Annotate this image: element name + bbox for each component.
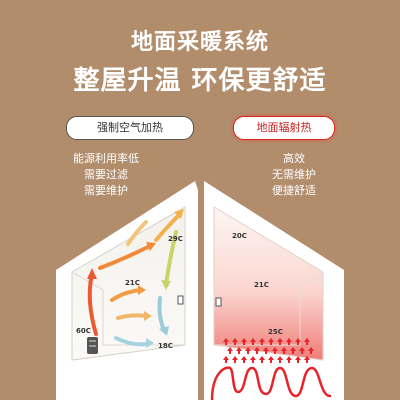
heat-arrow: [236, 347, 242, 354]
heat-arrow: [232, 356, 238, 363]
left-ceiling-temp: 29C: [168, 235, 183, 243]
heat-arrow: [295, 356, 301, 363]
arrow-head: [146, 242, 156, 251]
right-house: 20C 21C 25C: [204, 181, 344, 400]
heater-temp: 60C: [76, 327, 91, 335]
warm-air-arrow: [98, 244, 152, 270]
heat-arrow: [227, 347, 233, 354]
radiant-floor-badge: 地面辐射热: [233, 116, 335, 140]
arrow-head: [174, 209, 184, 219]
left-floor-temp: 18C: [158, 342, 173, 350]
heat-arrow: [259, 356, 265, 363]
heat-arrow: [232, 338, 238, 345]
heat-arrow: [223, 356, 229, 363]
left-house: 29C 21C 60C 18C: [56, 181, 198, 400]
forced-air-point: 需要过滤: [84, 168, 128, 181]
heat-arrow: [304, 338, 310, 345]
forced-air-point: 需要维护: [84, 184, 128, 197]
right-room-edge: [299, 271, 324, 287]
heat-arrow: [245, 347, 251, 354]
heat-arrow: [295, 338, 301, 345]
radiant-floor-point: 无需维护: [272, 168, 316, 181]
cool-air-arrow: [157, 296, 166, 332]
heat-arrow: [263, 347, 269, 354]
forced-air-points: 能源利用率低 需要过滤 需要维护: [46, 151, 166, 199]
wall-switch: [177, 295, 184, 305]
warm-air-arrow: [116, 313, 148, 320]
heat-arrow: [254, 347, 260, 354]
page-title: 地面采暖系统: [130, 30, 269, 55]
right-ceiling-temp: 20C: [232, 232, 247, 240]
radiant-floor-point: 便捷舒适: [272, 184, 316, 197]
air-heater-vent: [89, 340, 96, 342]
wall-switch: [215, 297, 222, 307]
heat-arrow: [241, 356, 247, 363]
heat-arrow: [286, 356, 292, 363]
left-room-edge: [71, 271, 104, 291]
arrow-head: [87, 268, 97, 279]
heat-arrow: [299, 347, 305, 354]
page-subtitle: 整屋升温 环保更舒适: [73, 66, 327, 96]
right-floor-temp: 25C: [268, 328, 283, 336]
heat-arrow: [268, 338, 274, 345]
warm-air-arrow: [126, 220, 148, 246]
arrow-head: [161, 280, 171, 290]
arrow-head: [144, 311, 152, 321]
arrow-head: [138, 285, 146, 295]
heat-arrow: [272, 347, 278, 354]
heating-pipe: [210, 366, 332, 400]
heat-arrow: [308, 347, 314, 354]
left-middle-temp: 21C: [125, 279, 140, 287]
cool-air-arrow: [114, 336, 150, 347]
arrow-head: [159, 326, 169, 336]
heat-arrow: [286, 338, 292, 345]
air-heater-vent: [89, 345, 96, 347]
forced-air-point: 能源利用率低: [73, 152, 139, 165]
cooling-air-arrow: [164, 230, 178, 286]
arrow-heads: [87, 209, 184, 348]
radiant-floor-point: 高效: [283, 152, 305, 165]
floor-heating-pipes: [210, 366, 332, 400]
heat-arrow: [250, 338, 256, 345]
rising-heat-arrows: [223, 338, 314, 363]
heat-arrow: [277, 338, 283, 345]
forced-air-badge: 强制空气加热: [66, 116, 194, 140]
arrow-head: [146, 338, 154, 348]
heat-arrow: [304, 356, 310, 363]
warm-air-arrow: [110, 288, 142, 302]
right-room: [213, 206, 324, 361]
warm-air-arrow: [154, 212, 182, 242]
heat-arrow: [277, 356, 283, 363]
heat-arrow: [259, 338, 265, 345]
heat-arrow: [290, 347, 296, 354]
heat-arrow: [281, 347, 287, 354]
right-middle-temp: 21C: [254, 281, 269, 289]
heat-arrow: [268, 356, 274, 363]
heat-arrow: [223, 338, 229, 345]
heat-arrow: [241, 338, 247, 345]
heat-arrow: [250, 356, 256, 363]
radiant-floor-points: 高效 无需维护 便捷舒适: [234, 151, 354, 199]
